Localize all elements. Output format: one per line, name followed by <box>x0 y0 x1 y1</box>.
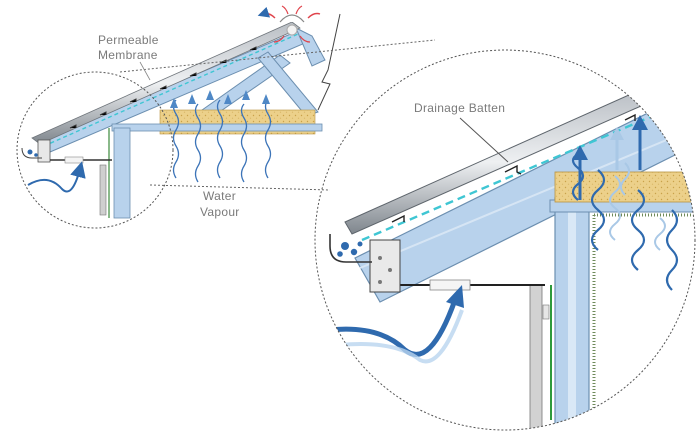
large-insulation <box>554 171 695 203</box>
truss-ridge-right <box>295 26 326 67</box>
membrane-leader <box>139 61 151 81</box>
detail-view <box>314 49 696 431</box>
large-soffit-vent <box>429 279 471 291</box>
label-water-line2: Vapour <box>200 205 240 219</box>
ridge-vent <box>257 5 321 43</box>
large-vapour-waves-faded <box>609 162 666 251</box>
detail-magnifier-circle <box>16 71 174 229</box>
large-vapour-waves <box>571 153 679 291</box>
small-soffit-vent <box>64 156 84 164</box>
small-gutter <box>21 147 42 159</box>
truss-web-right <box>257 51 319 117</box>
large-membrane-line <box>361 98 691 242</box>
label-water-line1: Water <box>203 189 236 203</box>
detail-circle-border <box>314 49 696 431</box>
small-battens <box>69 46 257 129</box>
zoom-connectors <box>119 39 436 191</box>
small-wall-stud <box>113 127 131 219</box>
small-vapour-arrows <box>170 90 270 108</box>
small-roof-cover <box>31 21 301 145</box>
water-droplets <box>337 241 363 257</box>
large-vapour-arrows <box>572 115 648 160</box>
fascia-bracket <box>369 239 401 293</box>
large-battens <box>391 113 636 223</box>
small-eave-airflow-arrow <box>27 161 86 193</box>
small-ceiling-joist <box>111 123 323 132</box>
small-membrane-line <box>43 33 299 147</box>
small-vapour-waves <box>172 99 272 183</box>
label-permeable-line1: Permeable <box>98 33 159 47</box>
drainage-batten-leader <box>459 117 509 163</box>
label-permeable-line2: Membrane <box>98 48 158 62</box>
small-roof-section <box>16 5 341 229</box>
gutter <box>329 234 372 263</box>
small-fascia <box>37 139 51 163</box>
label-drainage-batten: Drainage Batten <box>414 101 505 115</box>
section-break <box>317 13 341 111</box>
internal-lining <box>592 213 695 430</box>
